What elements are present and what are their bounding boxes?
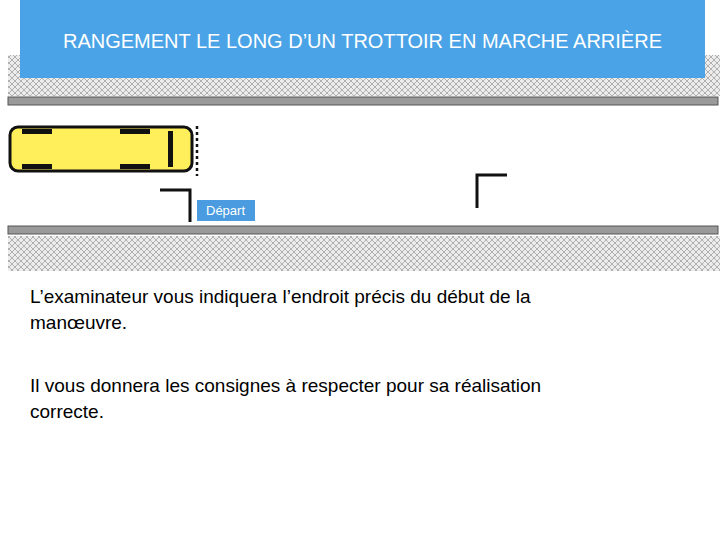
instruction-text: L’examinateur vous indiquera l’endroit p… (30, 284, 560, 336)
start-label: Départ (206, 203, 246, 218)
start-line (196, 126, 199, 176)
rear-marker (160, 190, 190, 222)
title: RANGEMENT LE LONG D’UN TROTTOIR EN MARCH… (63, 26, 662, 53)
instruction-text: Il vous donnera les consignes à respecte… (30, 373, 560, 425)
front-marker (477, 175, 507, 208)
top-curb (8, 97, 718, 105)
bus (10, 127, 192, 171)
start-tag: Départ (197, 200, 255, 221)
bottom-sidewalk (8, 236, 720, 271)
title-banner: RANGEMENT LE LONG D’UN TROTTOIR EN MARCH… (20, 0, 705, 78)
bottom-curb (8, 226, 718, 234)
